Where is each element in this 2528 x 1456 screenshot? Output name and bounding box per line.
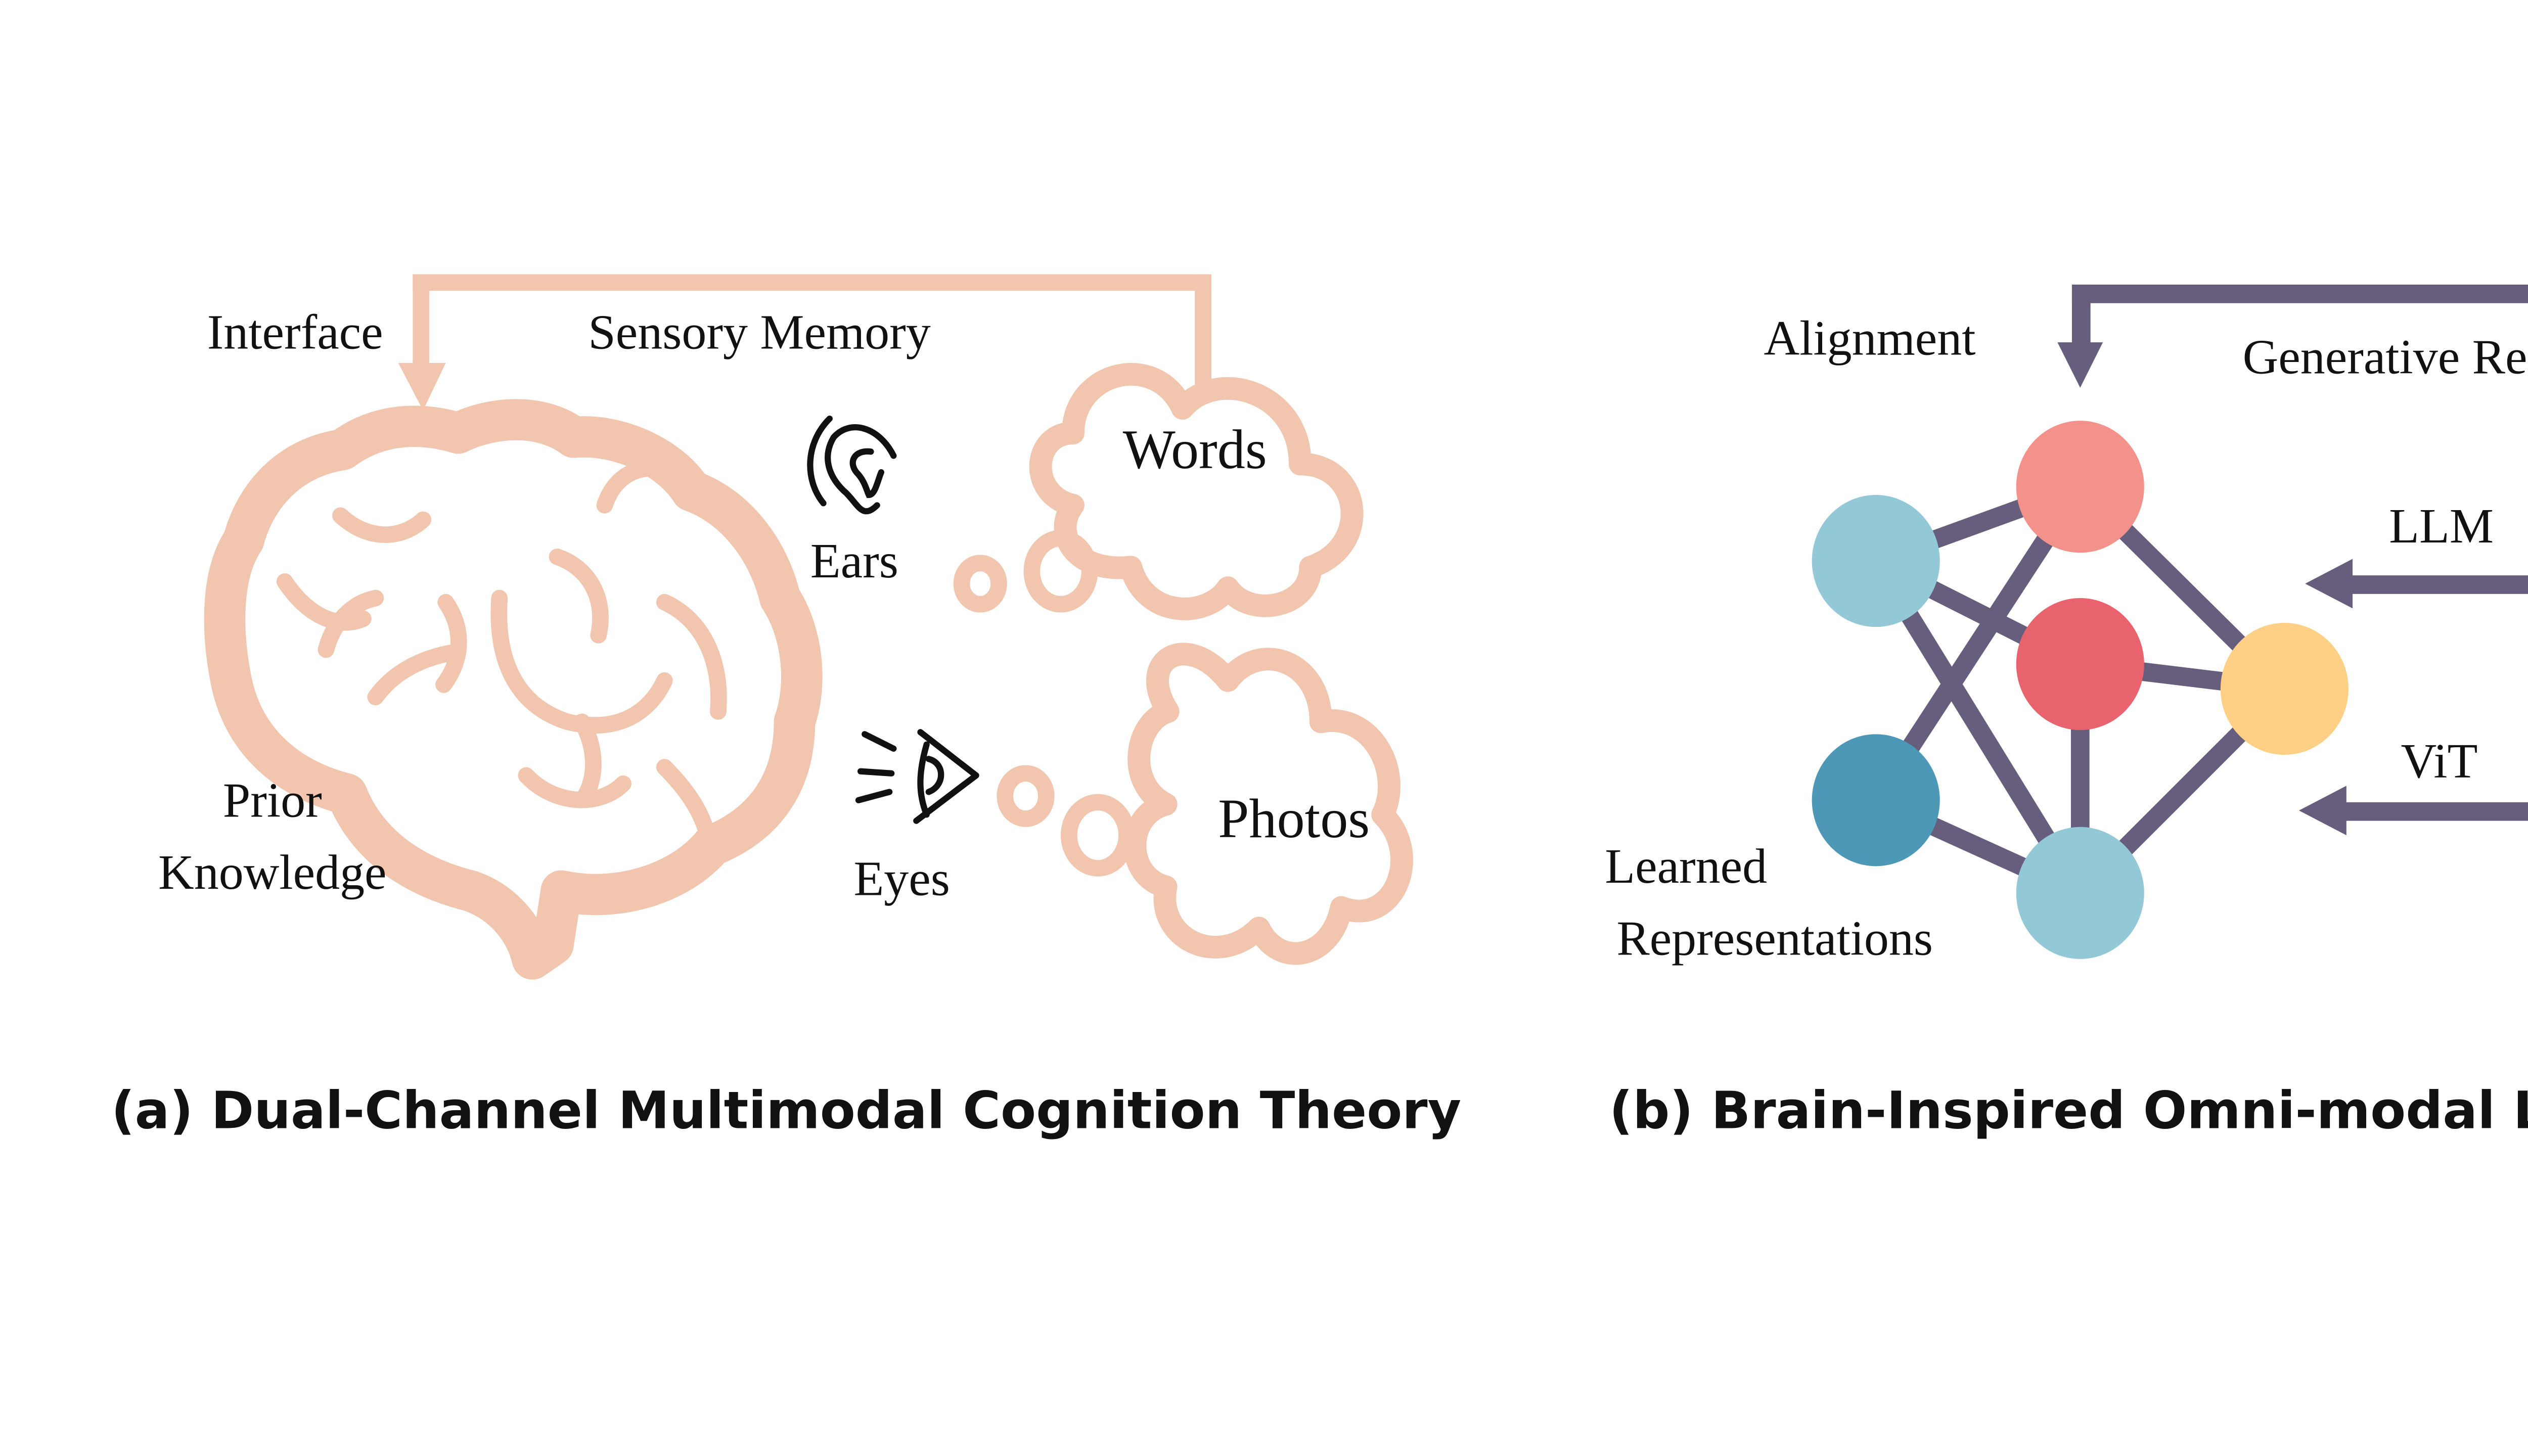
alignment-label: Alignment <box>1764 311 1975 366</box>
panel-a-caption: (a) Dual-Channel Multimodal Cognition Th… <box>111 1080 1461 1141</box>
representations-label: Representations <box>1616 912 1933 966</box>
node-top <box>2016 421 2144 553</box>
eye-icon <box>855 729 979 824</box>
panel-b: Alignment Generative Reasoning <box>1605 284 2528 1141</box>
ear-icon <box>807 415 897 515</box>
node-bottom <box>2016 827 2144 959</box>
words-label: Words <box>1123 419 1267 480</box>
llm-arrow <box>2305 559 2528 609</box>
sensory-memory-label: Sensory Memory <box>588 305 930 359</box>
prior-label: Prior <box>223 773 322 828</box>
interface-label: Interface <box>207 305 383 359</box>
thought-cloud-icon <box>1029 363 1364 620</box>
photos-cloud: Photos <box>1123 643 1413 965</box>
photos-label: Photos <box>1218 788 1370 849</box>
thought-cloud-icon <box>1123 643 1413 965</box>
vit-arrow <box>2298 786 2528 836</box>
panel-a: Interface Sensory Memory Prior Knowledge… <box>111 274 1461 1141</box>
node-center <box>2016 598 2144 731</box>
ears-label: Ears <box>810 534 898 588</box>
knowledge-label: Knowledge <box>158 845 387 900</box>
llm-label: LLM <box>2389 499 2494 554</box>
interface-feedback-arrow <box>398 274 1211 411</box>
generative-reasoning-label: Generative Reasoning <box>2243 330 2528 384</box>
eyes-label: Eyes <box>853 851 950 906</box>
brain-icon <box>204 399 823 980</box>
node-bottom-left <box>1812 734 1940 867</box>
network-nodes <box>1812 421 2349 959</box>
node-left <box>1812 495 1940 627</box>
panel-b-caption: (b) Brain-Inspired Omni-modal Learning A… <box>1609 1080 2528 1141</box>
vit-label: ViT <box>2401 734 2478 789</box>
node-right <box>2220 622 2349 755</box>
words-cloud: Words <box>1029 363 1364 620</box>
learned-label: Learned <box>1605 839 1767 894</box>
thought-bubbles-eyes <box>997 765 1135 877</box>
generative-reasoning-arrow <box>2057 284 2528 388</box>
